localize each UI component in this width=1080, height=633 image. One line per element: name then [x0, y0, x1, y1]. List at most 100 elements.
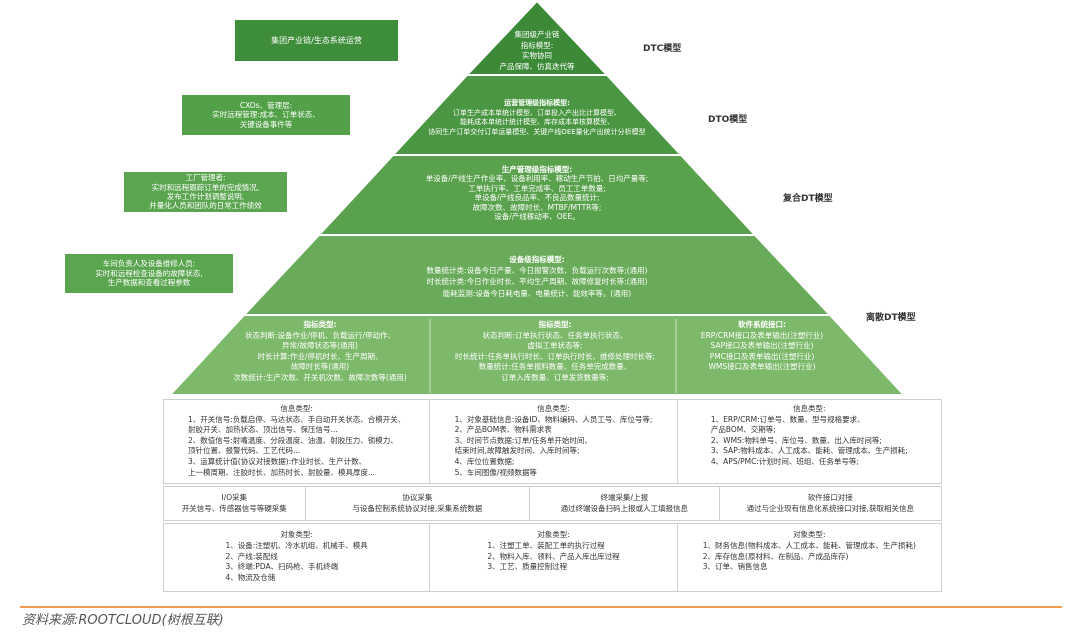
pyramid-layer-base-indicators [167, 314, 907, 396]
base-layer-column-line: 状态判断:设备作业/停机、负载运行/停动作、 [244, 330, 396, 340]
base-layer-column-line: 数量统计:任务单报料数量、任务单完成数量、 [478, 362, 632, 371]
base-layer-column-line: 状态判断:订单执行状态、任务单执行状态、 [482, 330, 628, 340]
object-types-line: 1、注塑工单、装配工单的执行过程 [487, 540, 605, 550]
collection-method-software-interface: 软件接口对接 通过与企业现有信息化系统接口对接,获取相关信息 [720, 487, 941, 520]
dto-layer-text-line: 运营管理级指标模型: [504, 99, 570, 107]
base-layer-column-line: 时长统计:任务单执行时长、订单执行时长、维修处理时长等; [454, 351, 656, 361]
equipment-layer-text: 设备级指标模型:数量统计类:设备今日产量、今日报警次数、负载运行次数等;(通用)… [287, 254, 787, 299]
equipment-layer-text-line: 设备级指标模型: [509, 255, 565, 264]
object-types-title: 对象类型: [537, 530, 570, 539]
base-layer-column-title: 软件系统接口: [738, 320, 786, 329]
base-layer-column-device: 指标类型: 状态判断:设备作业/停机、负载运行/停动作、异常/故障状态等(通用)… [220, 320, 420, 383]
dto-layer-text-line: 订单生产成本单统计模型、订单投入产出比计算模型、 [453, 108, 621, 117]
collection-methods-row: I/O采集 开关信号、传感器信号等硬采集 协议采集 与设备控制系统协议对接,采集… [163, 486, 942, 521]
equipment-layer-text-line: 能耗监测:设备今日耗电量、电量统计、能效率等。(通用) [442, 288, 632, 298]
object-types-title: 对象类型: [280, 530, 313, 539]
object-types-lines: 1、财务信息(物料成本、人工成本、能耗、管理成本、生产损耗)2、库存信息(原材料… [703, 541, 916, 573]
role-box-line: 实时和远程跟踪订单的完成情况, [151, 182, 260, 192]
info-types-line: 上一模周期、注胶时长、加热时长、射胶量、模具厚度... [188, 467, 376, 477]
info-types-line: 结束时间,故障触发时间、入库时间等; [454, 446, 580, 456]
base-layer-column-line: 故障时长等(通用) [290, 362, 350, 371]
model-label-dto: DTO模型 [708, 115, 748, 125]
role-box-factory-manager: 工厂管理者:实时和远程跟踪订单的完成情况,发布工作计划调整说明,并量化人员和团队… [124, 172, 287, 212]
object-types-line: 1、设备:注塑机、冷水机组、机械手、模具 [225, 540, 368, 550]
info-types-line: 1、ERP/CRM:订单号、数量、型号规格要求、 [710, 414, 865, 424]
equipment-layer-text-line: 时长统计类:今日作业时长、平均生产周期、故障修复时长等;(通用) [426, 277, 648, 287]
source-divider-line [20, 606, 1062, 608]
model-label-discrete-dt: 离散DT模型 [866, 313, 916, 323]
role-box-line: 发布工作计划调整说明, [166, 192, 245, 201]
production-layer-text-line: 工单执行率、工单完成率、员工工单数量; [468, 183, 606, 193]
info-types-line: 1、开关信号:负载启停、马达状态、手自动开关状态、合模开关、 [188, 414, 406, 424]
base-layer-column-line: 异常/故障状态等(通用) [282, 341, 358, 350]
object-types-line: 3、工艺、质量控制过程 [487, 562, 568, 572]
base-layer-column-line: 订单入库数量、订单发货数量等; [501, 372, 609, 382]
dto-layer-text-line: 能耗成本单统计统计模型、库存成本单核算模型、 [460, 118, 614, 126]
info-types-line: 3、时间节点数据:订单/任务单开始时间、 [454, 435, 592, 445]
object-types-line: 4、物流及仓储 [225, 573, 276, 583]
base-layer-column-line: ERP/CRM接口及表单输出(注塑行业) [700, 330, 824, 340]
collection-method-title: 终端采集/上报 [600, 493, 649, 502]
source-note: 资料来源:ROOTCLOUD(树根互联) [22, 613, 224, 628]
base-layer-column-lines: 状态判断:订单执行状态、任务单执行状态、虚拟工单状态等;时长统计:任务单执行时长… [440, 331, 670, 384]
info-types-line: 顶针位置、报警代码、工艺代码... [188, 446, 301, 456]
object-types-line: 3、终端:PDA、扫码枪、手机终端 [225, 562, 339, 572]
role-box-line: CXOs、管理层: [239, 100, 293, 110]
base-layer-column-title: 指标类型: [303, 320, 337, 329]
production-layer-text-line: 设备/产线稼动率、OEE。 [494, 212, 580, 222]
object-types-line: 2、物料入库、领料、产品入库出库过程 [487, 551, 620, 561]
base-layer-column-line: PMC接口及表单输出(注塑行业) [709, 351, 815, 361]
info-types-line: 5、车间图像/视频数据等 [454, 467, 537, 477]
info-types-line: 2、WMS:物料单号、库位号、数量、出入库时间等; [710, 435, 882, 445]
role-box-line: 实时和远程检查设备的故障状态, [95, 268, 203, 278]
object-types-line: 3、订单、销售信息 [702, 562, 768, 572]
object-types-title: 对象类型: [793, 530, 826, 539]
info-types-line: 产品BOM、交期等; [710, 425, 776, 435]
role-box-line: 生产数据和查看过程参数 [107, 278, 191, 288]
collection-method-title: 协议采集 [402, 493, 433, 502]
object-types-line: 2、产线:装配线 [225, 551, 278, 561]
object-types-line: 1、财务信息(物料成本、人工成本、能耗、管理成本、生产损耗) [702, 540, 916, 550]
collection-method-detail: 通过终端设备扫码上报或人工填报信息 [560, 503, 689, 513]
base-layer-column-lines: 状态判断:设备作业/停机、负载运行/停动作、异常/故障状态等(通用)时长计算:作… [220, 331, 420, 384]
base-layer-column-line: WMS接口及表单输出(注塑行业) [708, 362, 816, 371]
info-types-title: 信息类型: [280, 404, 313, 413]
role-box-line: 车间负责人及设备维修人员: [102, 259, 196, 269]
base-layer-column-line: 虚拟工单状态等; [527, 341, 583, 350]
production-layer-text: 生产管理级指标模型:单设备/产线生产作业率、设备利用率、稼动生产节拍、日均产量等… [337, 165, 737, 221]
dtc-layer-text: 集团级产业链指标模型:实物协同产品保障、仿真迭代等 [487, 30, 587, 72]
dto-layer-text: 运营管理级指标模型:订单生产成本单统计模型、订单投入产出比计算模型、能耗成本单统… [387, 99, 687, 137]
collection-method-title: I/O采集 [221, 493, 248, 502]
role-box-line: 工厂管理者: [185, 173, 226, 183]
model-label-dtc: DTC模型 [643, 44, 682, 54]
production-layer-text-line: 单设备/产线良品率、不良品数量统计; [474, 193, 600, 203]
info-types-lines: 1、对象基础信息:设备ID、物料编码、人员工号、库位号等;2、产品BOM表、物料… [455, 415, 653, 479]
dtc-layer-text-line: 集团级产业链 [514, 30, 560, 39]
object-types-cell-business: 对象类型: 1、财务信息(物料成本、人工成本、能耗、管理成本、生产损耗)2、库存… [678, 524, 941, 591]
role-box-group-ecosystem: 集团产业链/生态系统运营 [235, 20, 398, 61]
info-types-cell-software: 信息类型: 1、ERP/CRM:订单号、数量、型号规格要求、产品BOM、交期等;… [678, 400, 941, 483]
info-types-line: 4、APS/PMC:计划时间、班组、任务单号等; [710, 456, 859, 466]
info-types-cell-equipment: 信息类型: 1、开关信号:负载启停、马达状态、手自动开关状态、合模开关、射胶开关… [164, 400, 431, 483]
base-layer-column-line: SAP接口及表单输出(注塑行业) [710, 341, 814, 350]
info-types-lines: 1、ERP/CRM:订单号、数量、型号规格要求、产品BOM、交期等;2、WMS:… [711, 415, 908, 468]
info-types-title: 信息类型: [793, 404, 826, 413]
role-box-line: 集团产业链/生态系统运营 [271, 35, 362, 45]
info-types-cell-process: 信息类型: 1、对象基础信息:设备ID、物料编码、人员工号、库位号等;2、产品B… [430, 400, 678, 483]
base-layer-column-line: 次数统计:生产次数、开关机次数、故障次数等(通用) [233, 372, 407, 382]
production-layer-text-line: 单设备/产线生产作业率、设备利用率、稼动生产节拍、日均产量等; [425, 174, 649, 184]
object-types-line: 2、库存信息(原材料、在制品、产成品库存) [702, 551, 849, 561]
role-box-cxo: CXOs、管理层:实时远程管理:成本、订单状态、关键设备事件等 [182, 95, 350, 135]
base-layer-column-lines: ERP/CRM接口及表单输出(注塑行业)SAP接口及表单输出(注塑行业)PMC接… [682, 331, 842, 373]
base-layer-column-line: 时长计算:作业/停机时长、生产周期、 [257, 351, 383, 361]
info-types-line: 1、对象基础信息:设备ID、物料编码、人员工号、库位号等; [454, 414, 653, 424]
role-box-line: 实时远程管理:成本、订单状态、 [212, 110, 320, 120]
collection-method-protocol: 协议采集 与设备控制系统协议对接,采集系统数据 [306, 487, 531, 520]
role-box-line: 关键设备事件等 [239, 119, 293, 129]
